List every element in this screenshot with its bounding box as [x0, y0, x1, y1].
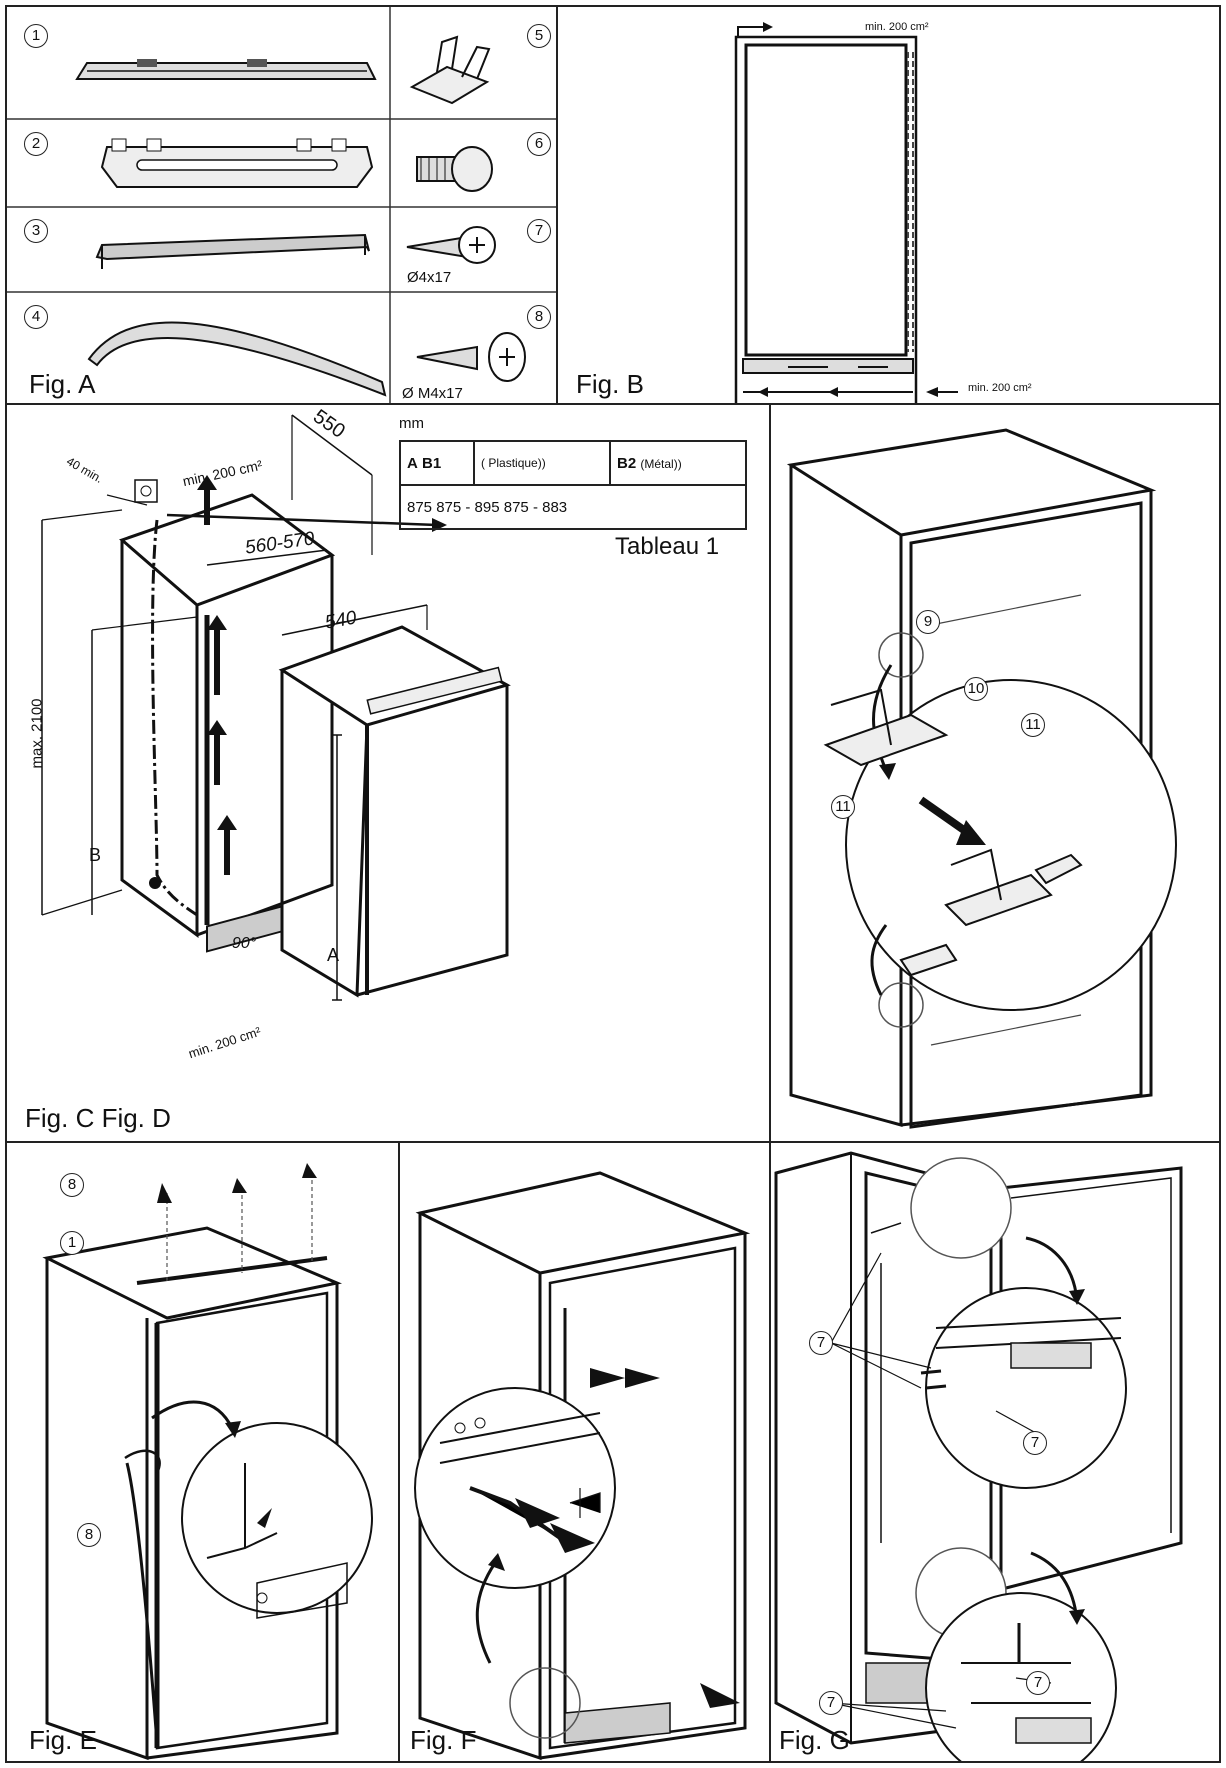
fig-a-drawing: [7, 7, 556, 403]
table-row: 875 875 - 895 875 - 883: [399, 484, 747, 530]
part-8-size: Ø M4x17: [402, 385, 463, 402]
tableau-caption: Tableau 1: [615, 533, 720, 560]
dim-b: B: [89, 845, 102, 865]
table-header-cell: B2 (Métal)): [609, 440, 747, 486]
part-6-screw: [416, 146, 493, 192]
part-7-size: Ø4x17: [407, 269, 452, 286]
callout-11-left: 11: [831, 795, 855, 819]
callout-7-left: 7: [809, 1331, 833, 1355]
part-1-number: 1: [24, 24, 48, 48]
table-header-cell: ( Plastique)): [473, 440, 611, 486]
callout-11-right: 11: [1021, 713, 1045, 737]
part-2-number: 2: [24, 132, 48, 156]
fig-b-top-vent-label: min. 200 cm²: [865, 21, 929, 33]
table-value-cell: 875 875 - 895 875 - 883: [399, 484, 747, 530]
fig-cd-drawing: [41, 414, 511, 1001]
part-5-clip: [409, 35, 491, 105]
dim-a: A: [327, 945, 340, 965]
fig-g-drawing: [774, 1151, 1183, 1761]
fig-hinge-drawing: [786, 428, 1177, 1129]
table-row: A B1 ( Plastique)) B2 (Métal)): [399, 440, 747, 486]
part-4-seal: [87, 321, 387, 397]
fig-g-caption: Fig. G: [779, 1725, 850, 1755]
fig-hinge-panel: 9 10 11 11: [769, 403, 1221, 1143]
part-8-number: 8: [527, 305, 551, 329]
fig-f-drawing: [414, 1171, 751, 1761]
fig-b-panel: min. 200 cm² min. 200 cm² Fig. B: [556, 5, 1221, 405]
part-8-screw: [416, 332, 526, 382]
fig-b-drawing: [734, 22, 958, 403]
fig-g-panel: 7 7 7 7 Fig. G: [769, 1141, 1221, 1763]
part-2-bracket: [100, 138, 374, 188]
part-7-number: 7: [527, 219, 551, 243]
fig-e-panel: 8 1 8 Fig. E: [5, 1141, 400, 1763]
table-header-cell: A B1: [399, 440, 475, 486]
fig-b-bottom-vent-label: min. 200 cm²: [968, 382, 1032, 394]
part-1-rail: [75, 59, 377, 80]
dim-max-2100: max. 2100: [28, 698, 46, 769]
callout-7-mid: 7: [1023, 1431, 1047, 1455]
callout-7-bottom-left: 7: [819, 1691, 843, 1715]
table-unit: mm: [399, 415, 424, 432]
fig-e-caption: Fig. E: [29, 1725, 97, 1755]
tableau-1: A B1 ( Plastique)) B2 (Métal)) 875 875 -…: [399, 440, 747, 530]
fig-cd-caption: Fig. C Fig. D: [25, 1103, 171, 1133]
angle-90: 90°: [232, 935, 257, 952]
callout-8-side: 8: [77, 1523, 101, 1547]
part-3-cover: [95, 233, 370, 269]
fig-f-caption: Fig. F: [410, 1725, 477, 1755]
fig-a-caption: Fig. A: [29, 369, 96, 399]
part-7-screw: [406, 226, 496, 264]
fig-b-caption: Fig. B: [576, 369, 644, 399]
part-4-number: 4: [24, 305, 48, 329]
callout-1: 1: [60, 1231, 84, 1255]
callout-9: 9: [916, 610, 940, 634]
fig-f-panel: Fig. F: [398, 1141, 771, 1763]
part-6-number: 6: [527, 132, 551, 156]
fig-e-drawing: [42, 1163, 373, 1761]
fig-cd-panel: 550 560-570 540 max. 2100 40 min. min. 2…: [5, 403, 771, 1143]
part-3-number: 3: [24, 219, 48, 243]
callout-10: 10: [964, 677, 988, 701]
callout-8-top: 8: [60, 1173, 84, 1197]
part-5-number: 5: [527, 24, 551, 48]
callout-7-bottom-right: 7: [1026, 1671, 1050, 1695]
fig-a-panel: 1 2 3 4 5 6 7 8 Ø4x17 Ø M4x17 Fig. A: [5, 5, 558, 405]
